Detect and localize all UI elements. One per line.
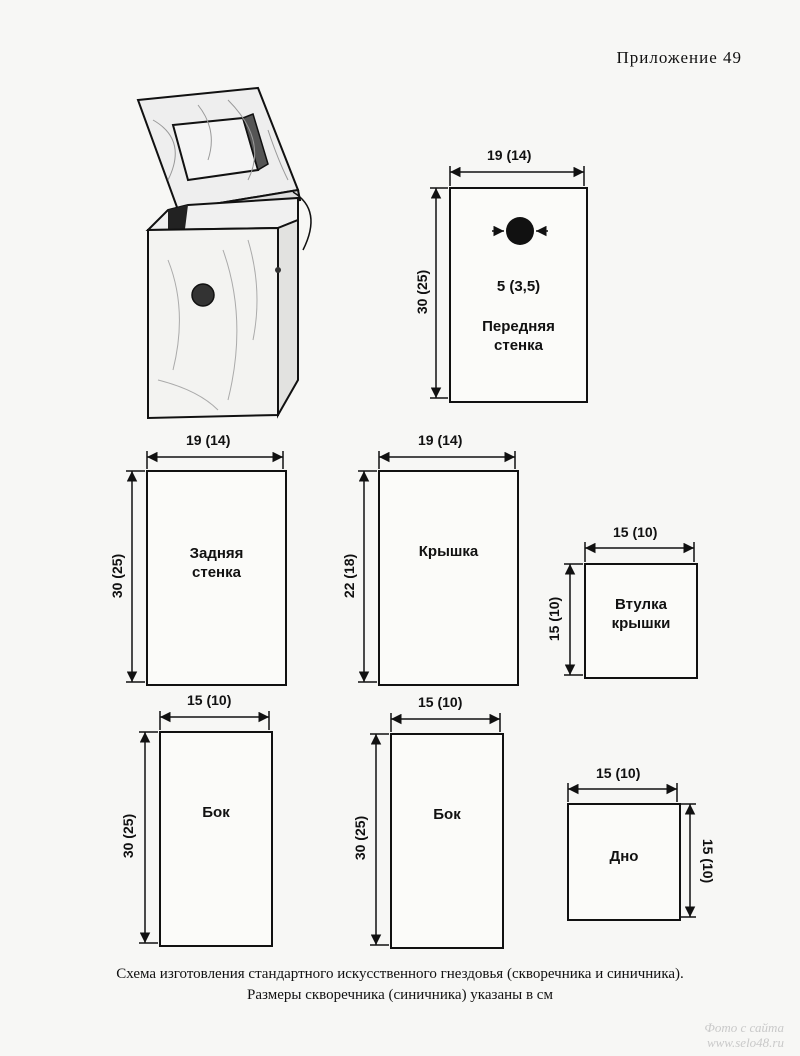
side-2-label: Бок — [433, 806, 461, 823]
side1-width-dim: 15 (10) — [187, 692, 232, 708]
front-width-dim: 19 (14) — [487, 147, 532, 163]
side1-height-dim: 30 (25) — [120, 813, 136, 859]
lid-sleeve-label: Втулка крышки — [611, 596, 671, 632]
birdhouse-illustration — [136, 86, 312, 420]
side-panel-1: Бок — [159, 731, 273, 947]
front-height-dim: 30 (25) — [414, 269, 430, 315]
back-width-dim: 19 (14) — [186, 432, 231, 448]
caption-line-2: Размеры скворечника (синичника) указаны … — [247, 987, 553, 1003]
back-wall-panel: Задняя стенка — [146, 470, 287, 686]
bottom-height-dim: 15 (10) — [700, 838, 716, 884]
side-panel-2: Бок — [390, 733, 504, 949]
figure-caption: Схема изготовления стандартного искусств… — [0, 964, 800, 1006]
appendix-title: Приложение 49 — [616, 48, 742, 67]
lid-height-dim: 22 (18) — [341, 553, 357, 599]
bottom-label: Дно — [609, 848, 639, 865]
back-height-dim: 30 (25) — [109, 553, 125, 599]
hole-size-label: 5 (3,5) — [496, 278, 541, 295]
entrance-hole — [506, 217, 534, 245]
side-1-label: Бок — [202, 804, 230, 821]
watermark-line-2: www.selo48.ru — [706, 1035, 784, 1050]
side2-width-dim: 15 (10) — [418, 694, 463, 710]
lid-label: Крышка — [418, 543, 479, 560]
sleeve-height-dim: 15 (10) — [546, 596, 562, 642]
caption-line-1: Схема изготовления стандартного искусств… — [116, 966, 684, 982]
side2-height-dim: 30 (25) — [352, 815, 368, 861]
bottom-width-dim: 15 (10) — [596, 765, 641, 781]
front-wall-label: Передняя стенка — [482, 318, 555, 354]
bottom-panel: Дно — [567, 803, 681, 921]
lid-sleeve-panel: Втулка крышки — [584, 563, 698, 679]
sleeve-width-dim: 15 (10) — [613, 524, 658, 540]
lid-panel: Крышка — [378, 470, 519, 686]
back-wall-label: Задняя стенка — [189, 545, 244, 581]
lid-width-dim: 19 (14) — [418, 432, 463, 448]
site-watermark: Фото с сайта www.selo48.ru — [704, 1020, 784, 1050]
watermark-line-1: Фото с сайта — [704, 1020, 784, 1035]
